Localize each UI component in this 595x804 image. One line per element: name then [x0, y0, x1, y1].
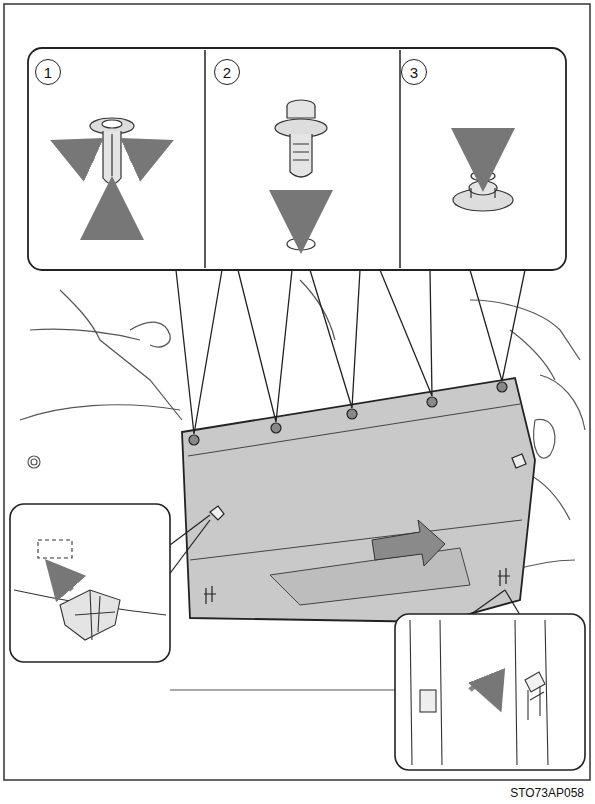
callout-number: 3 — [410, 65, 418, 80]
callout-circle: 1 — [35, 59, 61, 85]
callout-number: 2 — [223, 65, 231, 80]
callout-circle: 3 — [401, 59, 427, 85]
callout-circle: 2 — [214, 59, 240, 85]
figure-code: STO73AP058 — [508, 786, 586, 800]
callout-number: 1 — [44, 65, 52, 80]
